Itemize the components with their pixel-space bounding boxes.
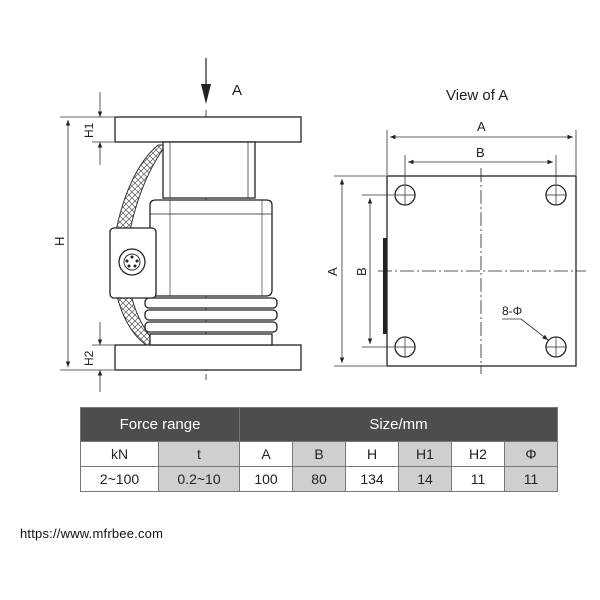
top-plate xyxy=(114,116,302,143)
group-size: Size/mm xyxy=(239,407,558,442)
source-url: https://www.mfrbee.com xyxy=(20,526,164,541)
header-phi: Φ xyxy=(504,441,558,467)
hole-callout: 8-Φ xyxy=(502,304,522,318)
table-header-row: kN t A B H H1 H2 Φ xyxy=(80,441,558,467)
header-h: H xyxy=(345,441,399,467)
bolt-holes xyxy=(394,184,567,358)
connector-pins xyxy=(125,255,139,268)
value-t: 0.2~10 xyxy=(158,466,240,492)
arrow-label: A xyxy=(232,82,242,99)
table-row: 2~100 0.2~10 100 80 134 14 11 11 xyxy=(80,466,558,492)
side-dimensions xyxy=(60,92,114,392)
plate-edge-strip xyxy=(383,238,387,334)
view-title: View of A xyxy=(446,87,508,104)
dim-label-h2: H2 xyxy=(82,350,96,366)
value-h: 134 xyxy=(345,466,399,492)
header-h2: H2 xyxy=(451,441,505,467)
value-h2: 11 xyxy=(451,466,505,492)
technical-drawing: A H1 H H2 View of A xyxy=(52,58,586,392)
value-b: 80 xyxy=(292,466,346,492)
top-plate-outline xyxy=(386,175,577,367)
header-a: A xyxy=(239,441,293,467)
table-group-row: Force range Size/mm xyxy=(80,407,558,442)
load-arrow-head xyxy=(201,84,211,104)
side-view xyxy=(109,58,302,380)
bottom-plate xyxy=(114,344,302,371)
header-b: B xyxy=(292,441,346,467)
load-cell-post xyxy=(162,141,256,199)
value-h1: 14 xyxy=(398,466,452,492)
value-kn: 2~100 xyxy=(80,466,159,492)
dim-label-h1: H1 xyxy=(82,122,96,138)
dim-label-b-horizontal: B xyxy=(476,145,485,160)
header-kn: kN xyxy=(80,441,159,467)
bolt-hole xyxy=(545,336,567,358)
bolt-hole xyxy=(545,184,567,206)
header-t: t xyxy=(158,441,240,467)
dim-label-b-vertical: B xyxy=(354,267,369,276)
dim-label-h: H xyxy=(52,237,67,246)
bolt-hole xyxy=(394,184,416,206)
bolt-hole xyxy=(394,336,416,358)
header-h1: H1 xyxy=(398,441,452,467)
top-view xyxy=(378,168,586,374)
value-phi: 11 xyxy=(504,466,558,492)
body-grooves xyxy=(144,297,278,346)
spec-table: Force range Size/mm kN t A B H H1 H2 Φ 2… xyxy=(80,407,558,492)
value-a: 100 xyxy=(239,466,293,492)
dim-label-a-horizontal: A xyxy=(477,119,486,134)
top-dimensions xyxy=(334,130,577,367)
group-force-range: Force range xyxy=(80,407,240,442)
dim-label-a-vertical: A xyxy=(325,267,340,276)
